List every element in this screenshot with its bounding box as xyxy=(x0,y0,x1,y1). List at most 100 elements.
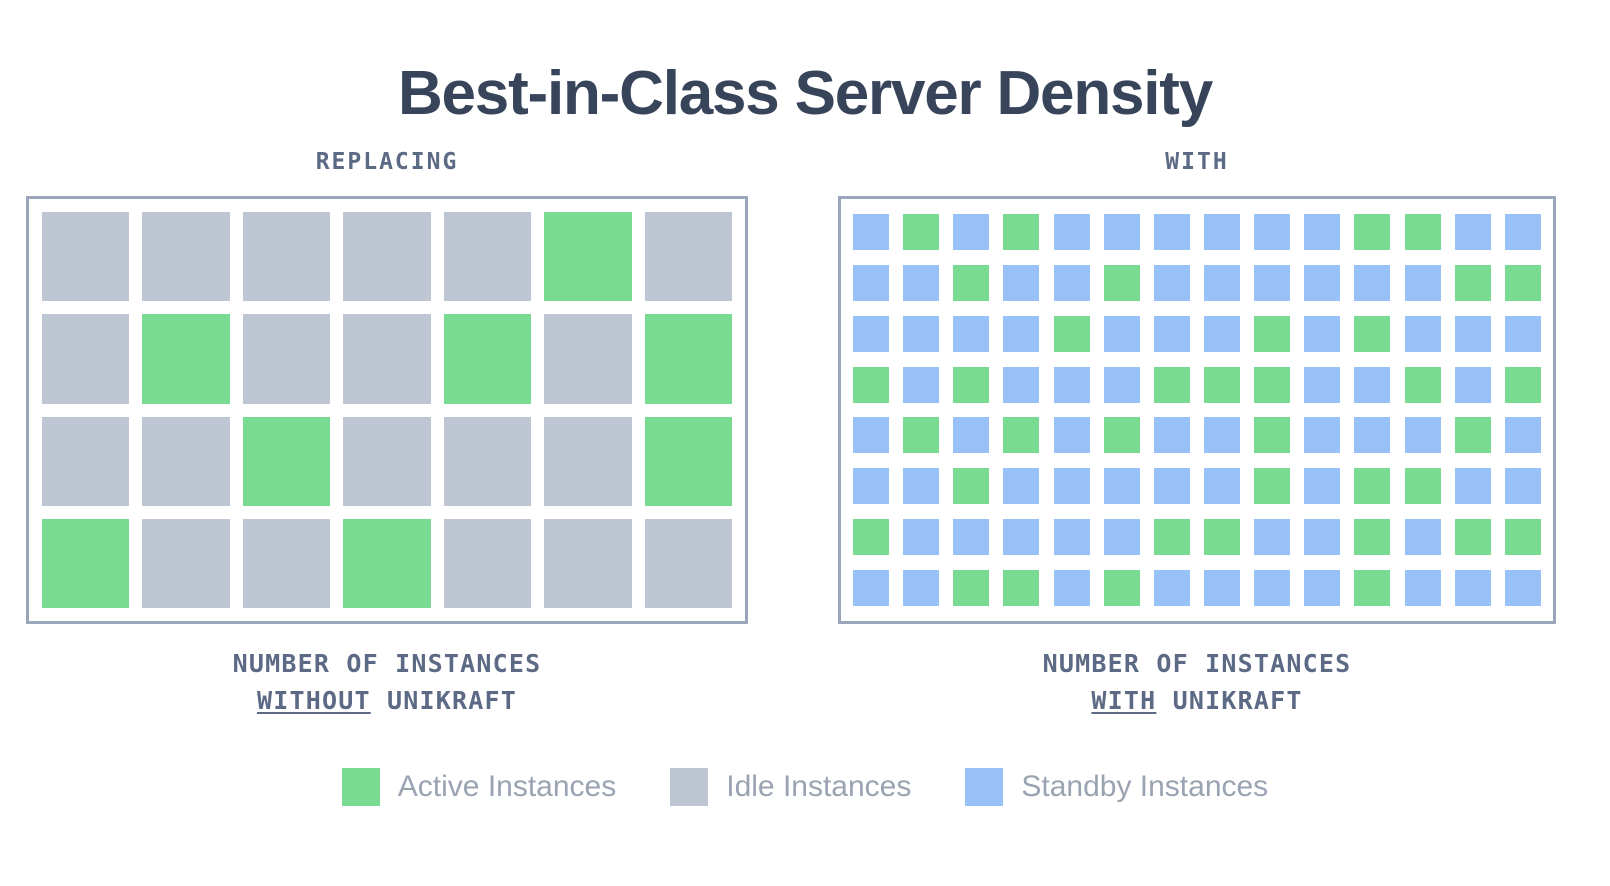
instance-cell-idle xyxy=(544,314,632,404)
instance-cell-standby xyxy=(903,366,940,403)
instance-cell-active xyxy=(1354,468,1391,505)
instance-cell-active xyxy=(1254,417,1291,454)
panel-right-caption-line2: WITH UNIKRAFT xyxy=(838,683,1556,720)
instance-cell-standby xyxy=(1153,569,1190,606)
instance-cell-active xyxy=(1254,468,1291,505)
instance-cell-standby xyxy=(903,518,940,555)
page-title: Best-in-Class Server Density xyxy=(397,58,1213,128)
instance-cell-standby xyxy=(1454,315,1491,352)
instance-cell-standby xyxy=(1053,468,1090,505)
instance-cell-active xyxy=(1454,417,1491,454)
instance-cell-active xyxy=(1153,518,1190,555)
instance-cell-standby xyxy=(1304,315,1341,352)
instance-cell-standby xyxy=(1204,569,1241,606)
legend-item-idle: Idle Instances xyxy=(670,768,911,806)
panel-without-unikraft: REPLACING NUMBER OF INSTANCES WITHOUT UN… xyxy=(26,148,748,719)
instance-cell-active xyxy=(1053,315,1090,352)
instance-cell-standby xyxy=(1454,366,1491,403)
legend-swatch-active-icon xyxy=(341,768,380,806)
instance-cell-standby xyxy=(953,214,990,251)
instance-cell-standby xyxy=(1304,417,1341,454)
instance-cell-standby xyxy=(903,315,940,352)
panel-left-caption: NUMBER OF INSTANCES WITHOUT UNIKRAFT xyxy=(26,646,748,719)
instance-cell-active xyxy=(1153,366,1190,403)
instance-cell-standby xyxy=(1254,518,1291,555)
instance-cell-standby xyxy=(1304,569,1341,606)
instance-cell-active xyxy=(42,518,130,608)
instance-cell-standby xyxy=(1153,468,1190,505)
instance-cell-active xyxy=(953,265,990,302)
instance-cell-active xyxy=(903,214,940,251)
panel-left-caption-line1: NUMBER OF INSTANCES xyxy=(232,649,542,678)
instance-cell-active xyxy=(1003,214,1040,251)
instance-cell-standby xyxy=(1404,569,1441,606)
instance-cell-idle xyxy=(343,212,431,302)
instance-cell-standby xyxy=(953,315,990,352)
instance-cell-idle xyxy=(42,212,130,302)
instance-cell-idle xyxy=(343,416,431,506)
instance-cell-active xyxy=(953,569,990,606)
instance-cell-active xyxy=(953,468,990,505)
instance-cell-active xyxy=(1103,417,1140,454)
instance-cell-standby xyxy=(1153,315,1190,352)
instance-cell-active xyxy=(953,366,990,403)
panel-with-unikraft: WITH NUMBER OF INSTANCES WITH UNIKRAFT xyxy=(838,148,1556,719)
instance-cell-active xyxy=(142,314,230,404)
instance-cell-standby xyxy=(903,468,940,505)
instance-cell-active xyxy=(1354,518,1391,555)
instance-cell-active xyxy=(903,417,940,454)
instance-cell-standby xyxy=(853,417,890,454)
instance-cell-active xyxy=(1354,569,1391,606)
instance-cell-standby xyxy=(853,569,890,606)
instance-cell-standby xyxy=(853,214,890,251)
instance-cell-standby xyxy=(1053,214,1090,251)
instance-cell-active xyxy=(343,518,431,608)
instance-cell-standby xyxy=(1304,366,1341,403)
instance-cell-idle xyxy=(544,416,632,506)
instance-cell-standby xyxy=(1204,417,1241,454)
instance-cell-standby xyxy=(1204,468,1241,505)
instance-cell-standby xyxy=(953,518,990,555)
instance-cell-standby xyxy=(1254,569,1291,606)
instance-cell-standby xyxy=(1404,518,1441,555)
instance-cell-standby xyxy=(1454,214,1491,251)
instance-cell-standby xyxy=(1404,315,1441,352)
instance-cell-standby xyxy=(903,569,940,606)
instance-cell-active xyxy=(1454,265,1491,302)
instance-cell-standby xyxy=(1103,366,1140,403)
instance-cell-standby xyxy=(1204,265,1241,302)
instance-cell-standby xyxy=(1254,265,1291,302)
panel-left-caption-line2: WITHOUT UNIKRAFT xyxy=(26,683,748,720)
instance-cell-standby xyxy=(1304,265,1341,302)
instance-cell-standby xyxy=(853,468,890,505)
instance-cell-active xyxy=(1204,366,1241,403)
instance-cell-active xyxy=(1404,366,1441,403)
panels-container: REPLACING NUMBER OF INSTANCES WITHOUT UN… xyxy=(0,148,1610,728)
panel-left-caption-emphasis: WITHOUT xyxy=(256,685,371,715)
instance-cell-standby xyxy=(1053,366,1090,403)
legend-item-standby: Standby Instances xyxy=(965,768,1268,806)
instance-cell-standby xyxy=(1003,265,1040,302)
instance-cell-active xyxy=(1254,315,1291,352)
instance-cell-standby xyxy=(1103,214,1140,251)
instance-cell-standby xyxy=(1254,214,1291,251)
instance-cell-active xyxy=(1003,417,1040,454)
instance-cell-standby xyxy=(1053,569,1090,606)
instance-cell-active xyxy=(1404,214,1441,251)
panel-left-caption-rest: UNIKRAFT xyxy=(370,685,518,715)
instance-grid-with-unikraft xyxy=(838,196,1556,624)
instance-cell-standby xyxy=(1153,265,1190,302)
instance-cell-standby xyxy=(1354,265,1391,302)
instance-cell-active xyxy=(1504,366,1541,403)
instance-cell-idle xyxy=(644,518,732,608)
instance-cell-standby xyxy=(1153,214,1190,251)
panel-right-heading: WITH xyxy=(1165,149,1229,175)
instance-cell-active xyxy=(644,314,732,404)
instance-cell-standby xyxy=(1454,468,1491,505)
instance-cell-standby xyxy=(1103,468,1140,505)
instance-cell-active xyxy=(1404,468,1441,505)
instance-cell-idle xyxy=(443,212,532,302)
instance-cell-active xyxy=(1103,569,1140,606)
